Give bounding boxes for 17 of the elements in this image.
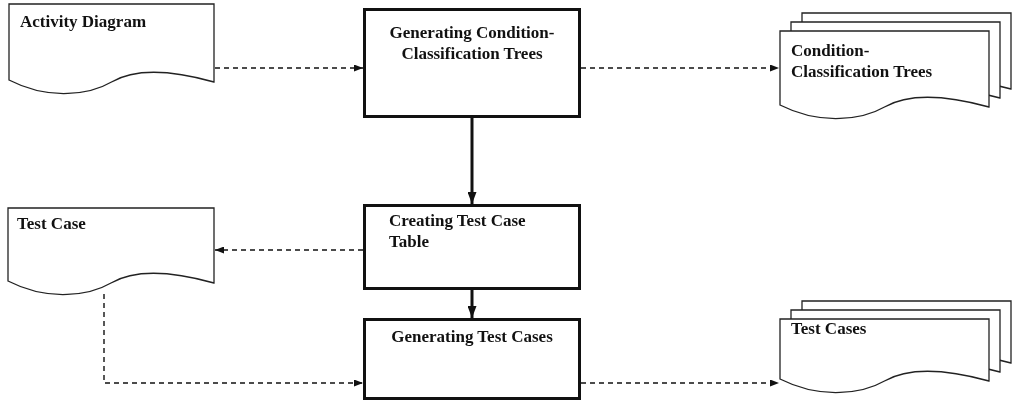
arrow: [214, 246, 364, 254]
arrow: [467, 290, 477, 318]
node-label: Test Cases: [791, 318, 868, 339]
node-label: Creating Test Case Table: [389, 210, 527, 252]
arrow: [467, 118, 477, 204]
arrow: [103, 293, 364, 387]
process-box: [363, 204, 581, 290]
process-box: [363, 8, 581, 118]
arrow: [580, 64, 780, 72]
node-label: Activity Diagram: [20, 11, 148, 32]
node-label: Generating Test Cases: [390, 326, 554, 347]
node-label: Test Case: [17, 213, 87, 234]
node-label: Condition-Classification Trees: [791, 40, 934, 82]
process-box: [363, 318, 581, 400]
node-label: Generating Condition-Classification Trees: [388, 22, 556, 64]
arrow: [214, 64, 364, 72]
arrow: [580, 379, 780, 387]
